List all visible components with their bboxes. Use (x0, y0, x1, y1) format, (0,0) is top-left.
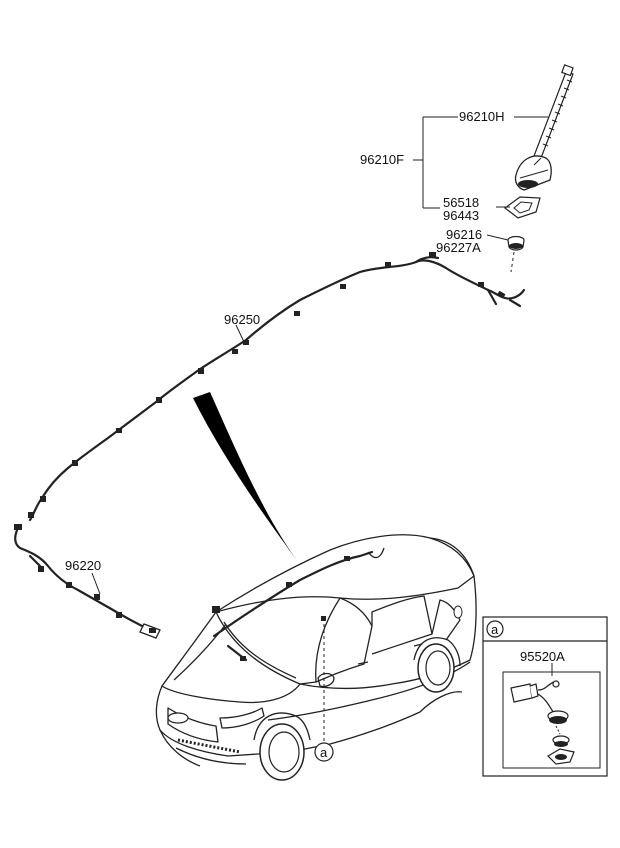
label-roof-cable: 96250 (224, 312, 260, 327)
feeder-cable-harness (14, 526, 152, 632)
label-detail-part: 95520A (520, 649, 565, 664)
reference-marker-circle (314, 742, 334, 762)
label-antenna-assy: 96210F (360, 152, 404, 167)
pointer-wedge (193, 392, 298, 562)
detail-box (482, 616, 608, 777)
detail-marker-circle (486, 620, 504, 638)
antenna-pole (533, 64, 574, 159)
label-feeder-cable: 96220 (65, 558, 101, 573)
roof-cable-clips (28, 252, 506, 518)
reference-marker-label: a (320, 745, 328, 760)
roof-cable-leader (235, 324, 245, 343)
antenna-pad (504, 196, 541, 219)
label-pad-2: 96443 (443, 208, 479, 223)
detail-marker-label: a (491, 622, 499, 637)
car-illustration (155, 534, 477, 781)
antenna-nut (507, 235, 525, 251)
label-nut: 96216 (446, 227, 482, 242)
label-antenna-pole: 96210H (459, 109, 505, 124)
label-seal: 96227A (436, 240, 481, 255)
label-pad-1: 56518 (443, 195, 479, 210)
roof-cable-harness (28, 256, 526, 522)
feeder-cable-clips (14, 524, 161, 639)
antenna-base (514, 155, 552, 191)
antenna-bracket (413, 116, 548, 241)
detail-gps-module (510, 680, 575, 765)
feeder-cable-leader (91, 572, 101, 595)
